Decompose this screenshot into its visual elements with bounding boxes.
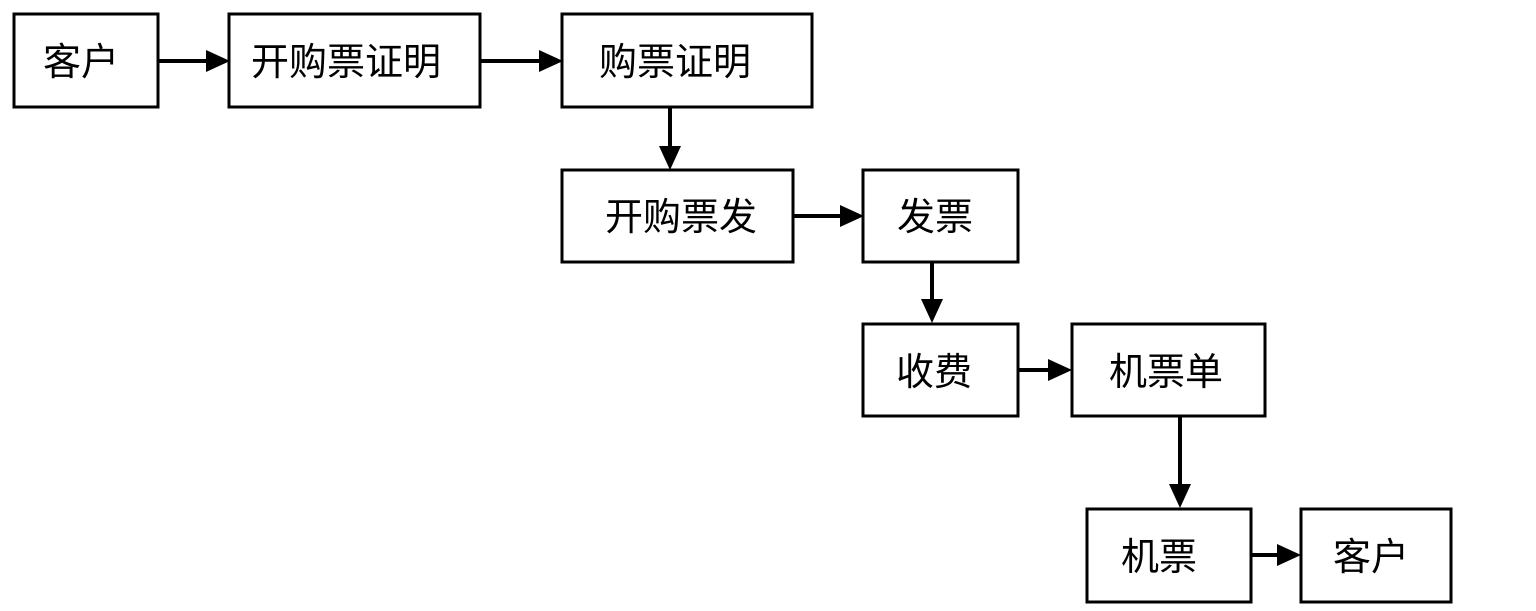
node-air-ticket: 机票 — [1085, 507, 1253, 604]
arrow-ticket-order-to-air-ticket — [1169, 417, 1191, 508]
flowchart-nodes: 客户 开购票证明 购票证明 开购票发 发票 收费 机票单 机票 — [12, 12, 1453, 604]
node-customer-start: 客户 — [12, 12, 160, 109]
node-customer-end: 客户 — [1299, 507, 1453, 604]
node-label: 开购票发 — [605, 195, 757, 239]
node-label: 客户 — [43, 40, 119, 84]
arrow-issue-invoice-to-invoice — [793, 205, 864, 227]
node-label: 开购票证明 — [251, 40, 441, 84]
arrow-customer-to-issue-certificate — [158, 50, 230, 72]
node-charge-fee: 收费 — [861, 322, 1020, 418]
node-label: 收费 — [896, 350, 972, 394]
arrow-issue-certificate-to-certificate — [480, 50, 563, 72]
arrow-certificate-to-issue-invoice — [659, 108, 681, 170]
node-label: 发票 — [897, 195, 973, 239]
node-label: 机票 — [1121, 535, 1197, 579]
node-invoice: 发票 — [861, 168, 1020, 264]
node-ticket-order: 机票单 — [1070, 322, 1267, 418]
node-issue-purchase-certificate: 开购票证明 — [227, 12, 482, 109]
node-label: 购票证明 — [599, 40, 751, 84]
node-label: 客户 — [1333, 535, 1409, 579]
arrow-charge-fee-to-ticket-order — [1018, 359, 1072, 381]
node-issue-purchase-invoice: 开购票发 — [560, 168, 795, 264]
arrow-air-ticket-to-customer-end — [1251, 544, 1301, 566]
arrow-invoice-to-charge-fee — [921, 263, 943, 323]
flowchart-edges — [158, 50, 1301, 566]
node-label: 机票单 — [1109, 350, 1223, 394]
node-purchase-certificate: 购票证明 — [560, 12, 814, 109]
